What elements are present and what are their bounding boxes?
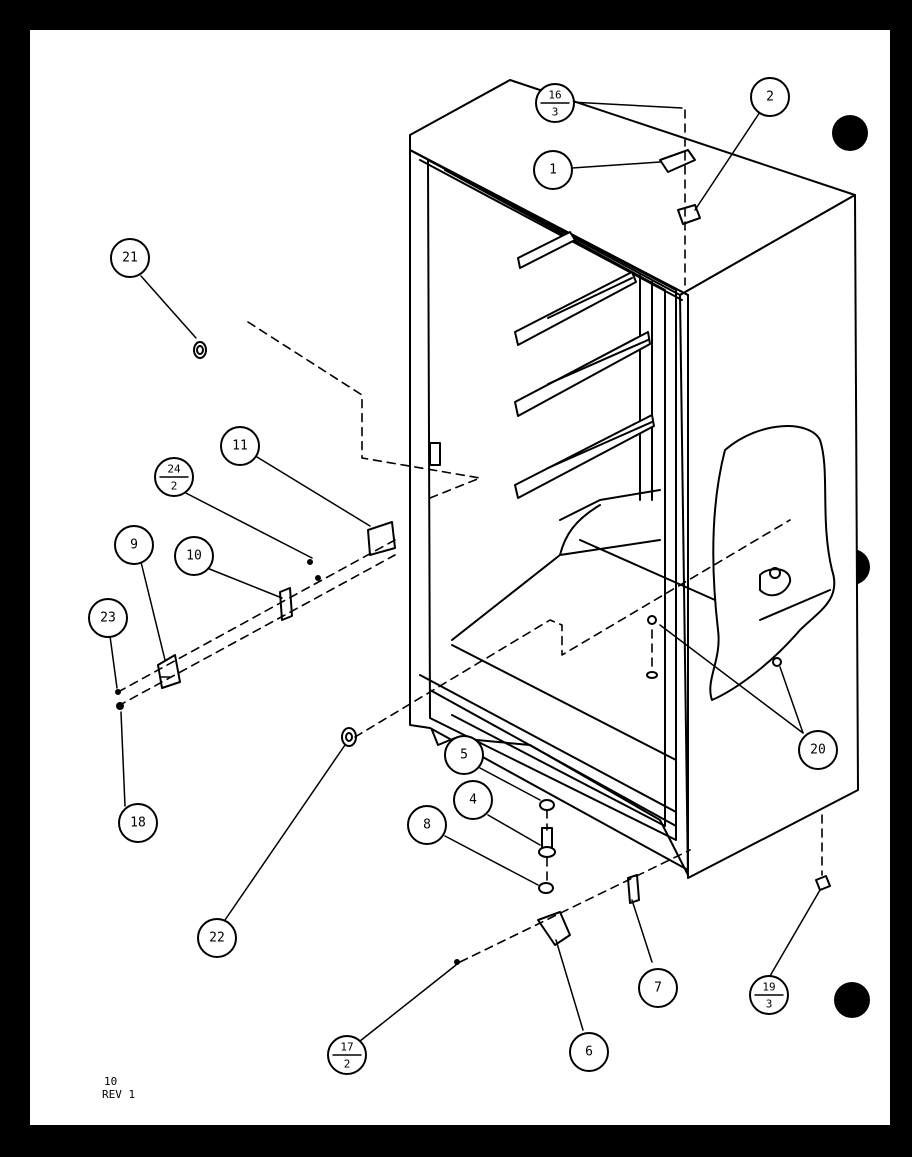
callout-circle-23 [88, 598, 128, 638]
callout-circle-8 [407, 805, 447, 845]
callout-circle-5 [444, 735, 484, 775]
callout-16-top: 16 [548, 89, 561, 102]
callout-22: 22 [209, 931, 225, 946]
callout-11: 11 [232, 439, 248, 454]
callout-21: 21 [122, 251, 138, 266]
callout-circle-10 [174, 536, 214, 576]
callout-circle-20 [798, 730, 838, 770]
callout-circle-2 [750, 77, 790, 117]
callout-19-top: 19 [762, 981, 775, 994]
callout-17-top: 17 [340, 1041, 353, 1054]
callout-circle-18 [118, 803, 158, 843]
hardware-parts [115, 341, 831, 965]
binder-hole-top [832, 115, 868, 151]
callout-9: 9 [130, 538, 138, 553]
callout-circle-21 [110, 238, 150, 278]
callout-circle-4 [453, 780, 493, 820]
callout-circle-7 [638, 968, 678, 1008]
callout-4: 4 [469, 793, 477, 808]
callout-19-bottom: 3 [766, 998, 773, 1011]
assembly-dashed-lines [117, 109, 823, 963]
callout-16-bottom: 3 [552, 106, 559, 119]
cutaway-compressor-area [709, 425, 836, 701]
callout-circle-22 [197, 918, 237, 958]
callout-circle-6 [569, 1032, 609, 1072]
callout-2: 2 [766, 90, 774, 105]
revision-label: REV 1 [102, 1088, 135, 1101]
callout-24-bottom: 2 [171, 480, 178, 493]
leader-lines [109, 101, 821, 1046]
callout-17-bottom: 2 [344, 1058, 351, 1071]
callout-10: 10 [186, 549, 202, 564]
callout-24-top: 24 [167, 463, 181, 476]
callout-18: 18 [130, 816, 146, 831]
callout-20: 20 [810, 743, 826, 758]
callout-7: 7 [654, 981, 662, 996]
binder-hole-bottom [834, 982, 870, 1018]
callout-1: 1 [549, 163, 557, 178]
callout-circle-9 [114, 525, 154, 565]
callout-circle-11 [220, 426, 260, 466]
callout-6: 6 [585, 1045, 593, 1060]
callout-8: 8 [423, 818, 431, 833]
page-number: 10 [104, 1075, 117, 1088]
callout-23: 23 [100, 611, 116, 626]
callout-circle-1 [533, 150, 573, 190]
callout-5: 5 [460, 748, 468, 763]
